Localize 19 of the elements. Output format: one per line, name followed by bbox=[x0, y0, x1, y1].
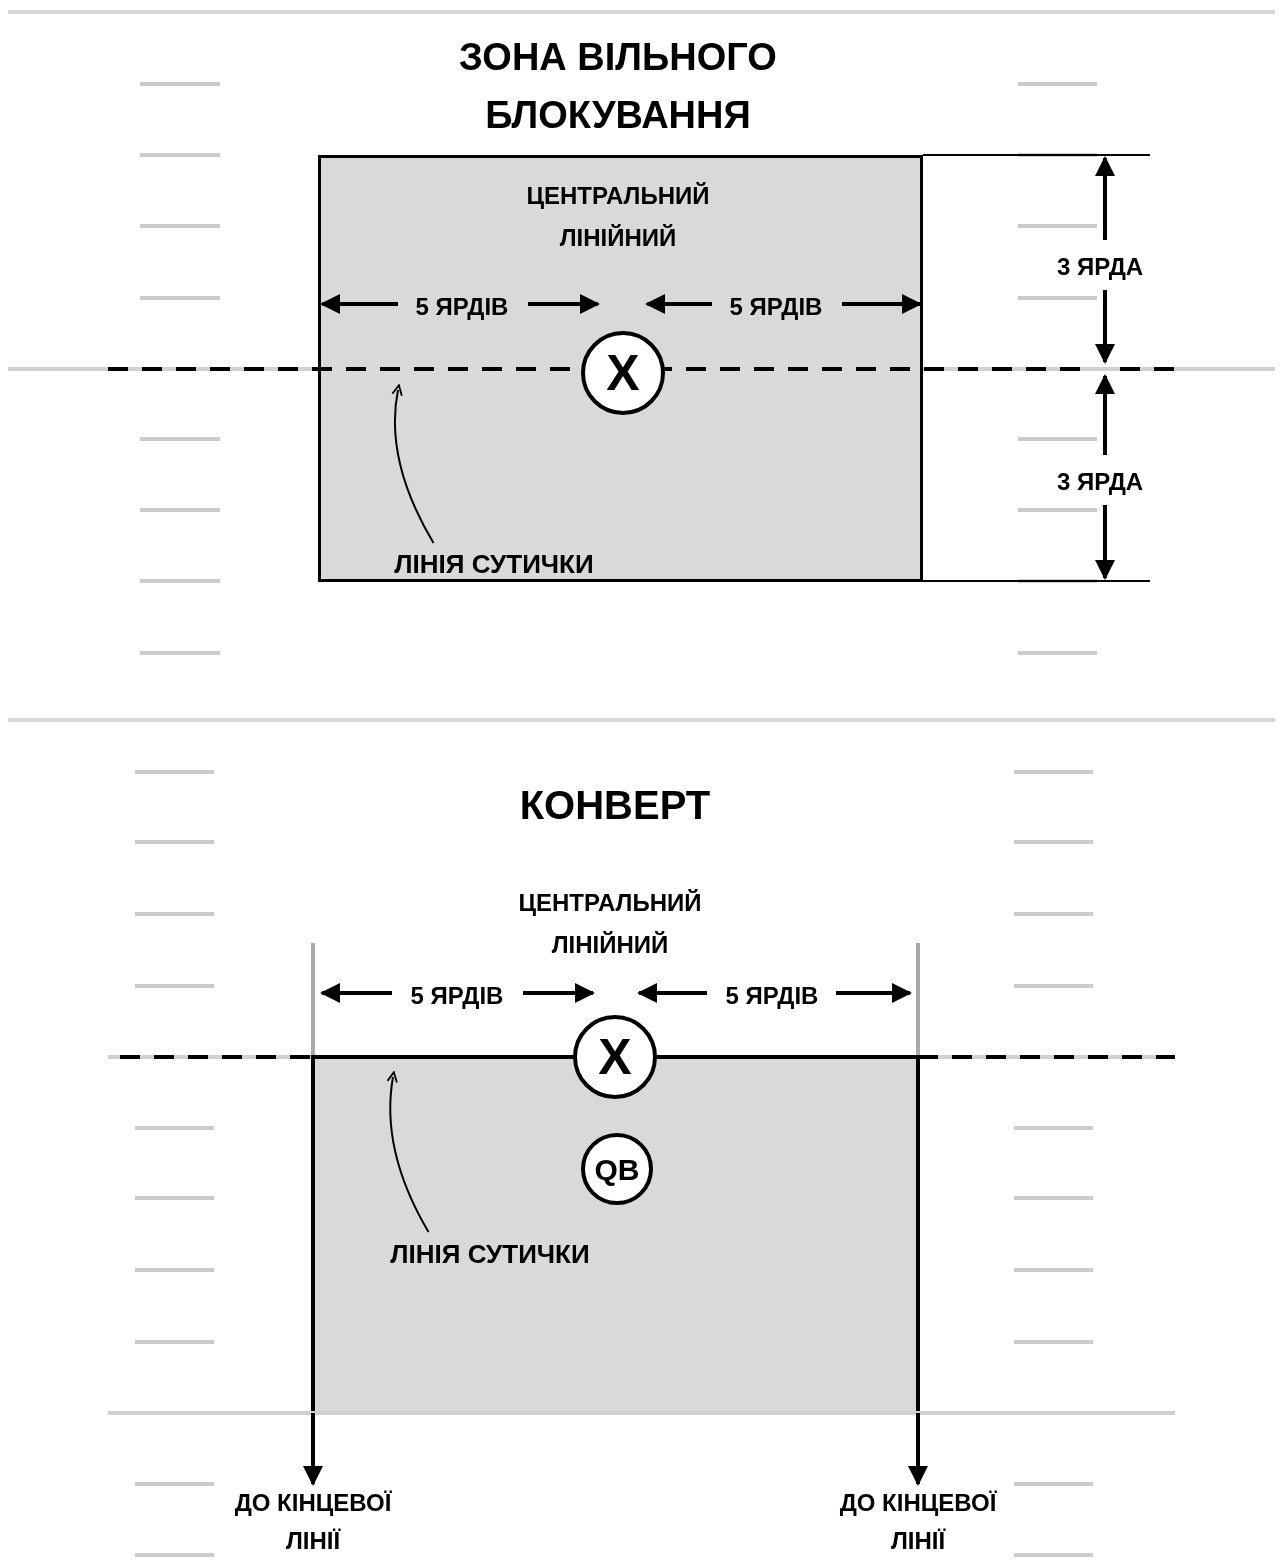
dimension-label: 5 ЯРДІВ bbox=[409, 981, 505, 1011]
dimension-label: 3 ЯРДА bbox=[1055, 252, 1145, 282]
direction-label: ДО КІНЦЕВОЇ ЛІНІЇ bbox=[215, 1484, 411, 1560]
callout-text: ЛІНІЯ СУТИЧКИ bbox=[369, 546, 619, 582]
dimension-label: 5 ЯРДІВ bbox=[728, 292, 824, 322]
dimension-label: 5 ЯРДІВ bbox=[724, 981, 820, 1011]
direction-label: ДО КІНЦЕВОЇ ЛІНІЇ bbox=[820, 1484, 1016, 1560]
arrow bbox=[303, 1413, 323, 1486]
arrow bbox=[908, 1413, 928, 1486]
dimension-label: 5 ЯРДІВ bbox=[414, 292, 510, 322]
callout-text: ЛІНІЯ СУТИЧКИ bbox=[365, 1236, 615, 1272]
player-label: ЦЕНТРАЛЬНИЙ ЛІНІЙНИЙ bbox=[517, 888, 703, 960]
player-label: ЦЕНТРАЛЬНИЙ ЛІНІЙНИЙ bbox=[525, 181, 711, 253]
section-title: ЗОНА ВІЛЬНОГО БЛОКУВАННЯ bbox=[458, 35, 778, 138]
section-title: КОНВЕРТ bbox=[518, 782, 712, 829]
dimension-label: 3 ЯРДА bbox=[1055, 467, 1145, 497]
leader-arrow bbox=[386, 1071, 430, 1233]
shaded-zone bbox=[318, 155, 923, 582]
leader-arrow bbox=[391, 384, 435, 544]
